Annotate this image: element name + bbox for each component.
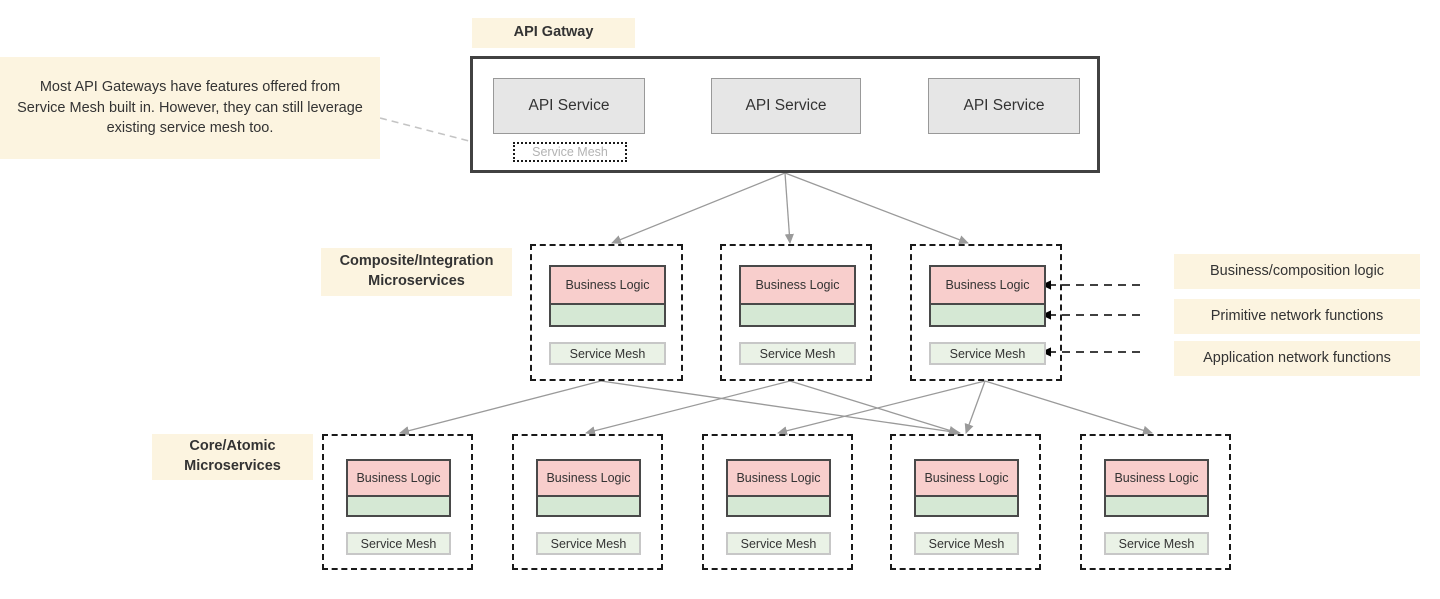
core-service-2-service-mesh[interactable]: Service Mesh — [536, 532, 641, 555]
core-service-5-business-logic-label: Business Logic — [1114, 471, 1199, 485]
core-service-3-stack: Business Logic — [726, 459, 831, 517]
core-service-3-business-logic: Business Logic — [728, 461, 829, 497]
core-service-3-network-function — [728, 497, 829, 515]
core-service-5-stack: Business Logic — [1104, 459, 1209, 517]
composite-service-1[interactable]: Business Logic Service Mesh — [530, 244, 683, 381]
core-tier-label: Core/Atomic Microservices — [152, 434, 313, 480]
core-service-2-network-function — [538, 497, 639, 515]
composite-service-3-service-mesh[interactable]: Service Mesh — [929, 342, 1046, 365]
composite-service-2-business-logic: Business Logic — [741, 267, 854, 305]
api-gateway-title: API Gatway — [513, 24, 594, 41]
legend-item-3-label: Application network functions — [1203, 349, 1391, 366]
composite-service-1-service-mesh[interactable]: Service Mesh — [549, 342, 666, 365]
composite-service-3-business-logic-label: Business Logic — [945, 278, 1030, 292]
core-service-1-business-logic: Business Logic — [348, 461, 449, 497]
gateway-service-mesh-label: Service Mesh — [532, 145, 608, 159]
core-service-4-business-logic-label: Business Logic — [924, 471, 1009, 485]
core-service-2[interactable]: Business Logic Service Mesh — [512, 434, 663, 570]
core-service-4-network-function — [916, 497, 1017, 515]
composite-service-1-network-function — [551, 305, 664, 325]
legend-item-application-network-functions: Application network functions — [1174, 341, 1420, 376]
composite-tier-label-text: Composite/Integration Microservices — [339, 253, 494, 289]
api-service-3-label: API Service — [963, 97, 1045, 114]
composite-service-2-stack: Business Logic — [739, 265, 856, 327]
composite-service-1-service-mesh-label: Service Mesh — [569, 346, 646, 361]
api-service-1[interactable]: API Service — [493, 78, 645, 134]
api-service-2[interactable]: API Service — [711, 78, 861, 134]
api-gateway-title-tab: API Gatway — [472, 18, 635, 48]
composite-service-3-network-function — [931, 305, 1044, 325]
core-service-1-service-mesh-label: Service Mesh — [360, 536, 437, 551]
legend-item-2-label: Primitive network functions — [1210, 307, 1384, 324]
core-service-4-service-mesh[interactable]: Service Mesh — [914, 532, 1019, 555]
core-service-1-stack: Business Logic — [346, 459, 451, 517]
legend-item-business-composition-logic: Business/composition logic — [1174, 254, 1420, 289]
core-service-4-stack: Business Logic — [914, 459, 1019, 517]
composite-to-core-connectors — [399, 380, 1153, 437]
composite-service-2-network-function — [741, 305, 854, 325]
core-service-5-business-logic: Business Logic — [1106, 461, 1207, 497]
core-service-2-business-logic: Business Logic — [538, 461, 639, 497]
legend-item-1-label: Business/composition logic — [1209, 262, 1385, 279]
core-service-1-service-mesh[interactable]: Service Mesh — [346, 532, 451, 555]
core-service-5-service-mesh[interactable]: Service Mesh — [1104, 532, 1209, 555]
composite-service-3-service-mesh-label: Service Mesh — [949, 346, 1026, 361]
core-service-3-service-mesh-label: Service Mesh — [740, 536, 817, 551]
core-tier-label-text: Core/Atomic Microservices — [184, 438, 281, 474]
api-service-1-label: API Service — [528, 97, 610, 114]
core-service-3[interactable]: Business Logic Service Mesh — [702, 434, 853, 570]
api-service-2-label: API Service — [745, 97, 827, 114]
core-service-4-service-mesh-label: Service Mesh — [928, 536, 1005, 551]
core-service-1-network-function — [348, 497, 449, 515]
legend-item-primitive-network-functions: Primitive network functions — [1174, 299, 1420, 334]
gateway-to-composite-connectors — [611, 172, 969, 245]
core-service-5-service-mesh-label: Service Mesh — [1118, 536, 1195, 551]
core-service-2-service-mesh-label: Service Mesh — [550, 536, 627, 551]
composite-service-2-business-logic-label: Business Logic — [755, 278, 840, 292]
composite-service-2[interactable]: Business Logic Service Mesh — [720, 244, 872, 381]
api-service-3[interactable]: API Service — [928, 78, 1080, 134]
composite-service-3-stack: Business Logic — [929, 265, 1046, 327]
composite-service-1-stack: Business Logic — [549, 265, 666, 327]
composite-service-1-business-logic-label: Business Logic — [565, 278, 650, 292]
core-service-3-service-mesh[interactable]: Service Mesh — [726, 532, 831, 555]
composite-service-1-business-logic: Business Logic — [551, 267, 664, 305]
gateway-service-mesh[interactable]: Service Mesh — [513, 142, 627, 162]
core-service-3-business-logic-label: Business Logic — [736, 471, 821, 485]
core-service-4-business-logic: Business Logic — [916, 461, 1017, 497]
core-service-2-business-logic-label: Business Logic — [546, 471, 631, 485]
composite-tier-label: Composite/Integration Microservices — [321, 248, 512, 296]
core-service-1-business-logic-label: Business Logic — [356, 471, 441, 485]
core-service-2-stack: Business Logic — [536, 459, 641, 517]
composite-service-2-service-mesh[interactable]: Service Mesh — [739, 342, 856, 365]
gateway-note: Most API Gateways have features offered … — [0, 57, 380, 159]
composite-service-3[interactable]: Business Logic Service Mesh — [910, 244, 1062, 381]
core-service-4[interactable]: Business Logic Service Mesh — [890, 434, 1041, 570]
gateway-note-text: Most API Gateways have features offered … — [17, 79, 363, 137]
composite-service-3-business-logic: Business Logic — [931, 267, 1044, 305]
core-service-5[interactable]: Business Logic Service Mesh — [1080, 434, 1231, 570]
composite-service-2-service-mesh-label: Service Mesh — [759, 346, 836, 361]
core-service-5-network-function — [1106, 497, 1207, 515]
core-service-1[interactable]: Business Logic Service Mesh — [322, 434, 473, 570]
